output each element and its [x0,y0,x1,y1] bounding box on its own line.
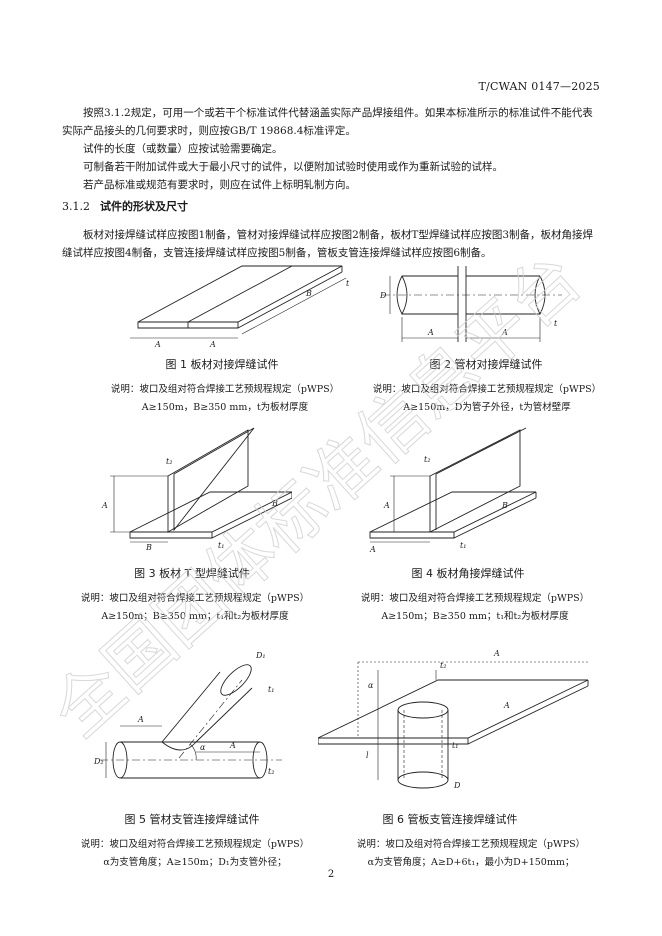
figure-4-note: 说明：坡口及组对符合焊接工艺预规程规定（pWPS） [360,593,590,604]
fig1-label-b: B [305,289,312,298]
paragraph-4: 若产品标准或规范有要求时，则应在试件上标明轧制方向。 [83,179,356,191]
figure-2-drawing: D A A t [379,266,562,342]
figure-1-note: 说明：坡口及组对符合焊接工艺预规程规定（pWPS） [110,384,340,395]
paragraph-3: 可制备若干附加试件或大于最小尺寸的试件，以便附加试验时使用或作为重新试验的试样。 [83,161,503,173]
fig6-label-a2: A [503,701,510,710]
fig2-label-t: t [554,319,558,328]
figure-1-drawing: A A B t [130,265,350,349]
figure-5-dims: α为支管角度；A≥150m；D₁为支管外径； [103,857,287,868]
fig4-label-t2: t₂ [424,455,430,464]
fig3-label-b1: B [271,499,278,508]
fig3-label-t1: t₁ [218,541,224,550]
figure-1-dims: A≥150m，B≥350 mm，t为板材厚度 [141,402,309,413]
paragraph-2: 试件的长度（或数量）应按试验需要确定。 [83,143,283,155]
fig5-label-t2: t₂ [268,767,274,776]
figure-3-dims: A≥150m；B≥350 mm；t₁和t₂为板材厚度 [101,611,289,622]
fig3-label-a: A [101,501,108,510]
paragraph-1: 按照3.1.2规定，可用一个或若干个标准试件代替涵盖实际产品焊接组件。如果本标准… [62,107,593,137]
fig4-label-t1: t₁ [460,541,466,550]
figure-2-note: 说明：坡口及组对符合焊接工艺预规程规定（pWPS） [372,384,602,395]
fig1-label-a2: A [209,340,216,349]
figure-6-dims: α为支管角度；A≥D+6t₁，最小为D+150mm； [367,857,575,868]
document-code: T/CWAN 0147—2025 [478,80,600,93]
figure-6-drawing: A t₂ α A l t₁ D [318,649,589,790]
fig4-label-b: B [501,501,508,510]
fig2-label-d: D [379,291,387,300]
figure-3-note: 说明：坡口及组对符合焊接工艺预规程规定（pWPS） [80,593,310,604]
section-heading: 3.1.2 试件的形状及尺寸 [62,198,188,214]
section-paragraph: 板材对接焊缝试样应按图1制备，管材对接焊缝试样应按图2制备，板材T型焊缝试样应按… [62,229,594,259]
fig2-label-a2: A [501,328,508,337]
fig5-label-alpha: α [200,743,206,752]
fig1-label-t: t [346,279,350,288]
figure-6-caption: 图 6 管板支管连接焊缝试件 [382,813,518,826]
figure-4-caption: 图 4 板材角接焊缝试件 [411,567,525,580]
fig5-label-a2: A [229,741,236,750]
fig5-label-a1: A [137,715,144,724]
fig3-label-b2: B [145,543,152,552]
section-title: 试件的形状及尺寸 [100,200,188,213]
fig5-label-d2: D₂ [93,757,104,766]
figure-5-note: 说明：坡口及组对符合焊接工艺预规程规定（pWPS） [80,839,310,850]
figure-5-caption: 图 5 管材支管连接焊缝试件 [124,813,260,826]
figure-2-dims: A≥150m，D为管子外径，t为管材壁厚 [403,402,571,413]
fig5-label-t1: t₁ [268,685,274,694]
fig6-label-t2: t₂ [440,661,446,670]
fig6-label-a1: A [493,649,500,658]
fig3-label-t2: t₂ [166,457,172,466]
fig6-label-l: l [366,751,369,760]
fig1-label-a1: A [154,340,161,349]
fig4-label-a1: A [383,501,390,510]
fig2-label-a1: A [427,328,434,337]
fig5-label-d1: D₁ [255,651,266,660]
figure-5-drawing: D₁ t₁ A α A D₂ t₂ [93,651,282,779]
figure-6-note: 说明：坡口及组对符合焊接工艺预规程规定（pWPS） [356,839,586,850]
fig6-label-t1: t₁ [452,741,458,750]
figure-2-caption: 图 2 管材对接焊缝试件 [429,358,543,371]
section-number: 3.1.2 [62,200,90,213]
page-number: 2 [327,869,335,880]
figure-3-caption: 图 3 板材 T 型焊缝试件 [134,567,250,580]
fig6-label-alpha: α [368,681,374,690]
figure-1-caption: 图 1 板材对接焊缝试件 [165,358,279,371]
fig6-label-d: D [453,781,461,790]
fig4-label-a2: A [369,545,376,554]
figure-3-drawing: t₂ A B t₁ B [101,427,292,552]
figure-4-drawing: t₂ A B t₁ A [369,427,537,554]
figure-4-dims: A≥150m；B≥350 mm；t₁和t₂为板材厚度 [381,611,569,622]
